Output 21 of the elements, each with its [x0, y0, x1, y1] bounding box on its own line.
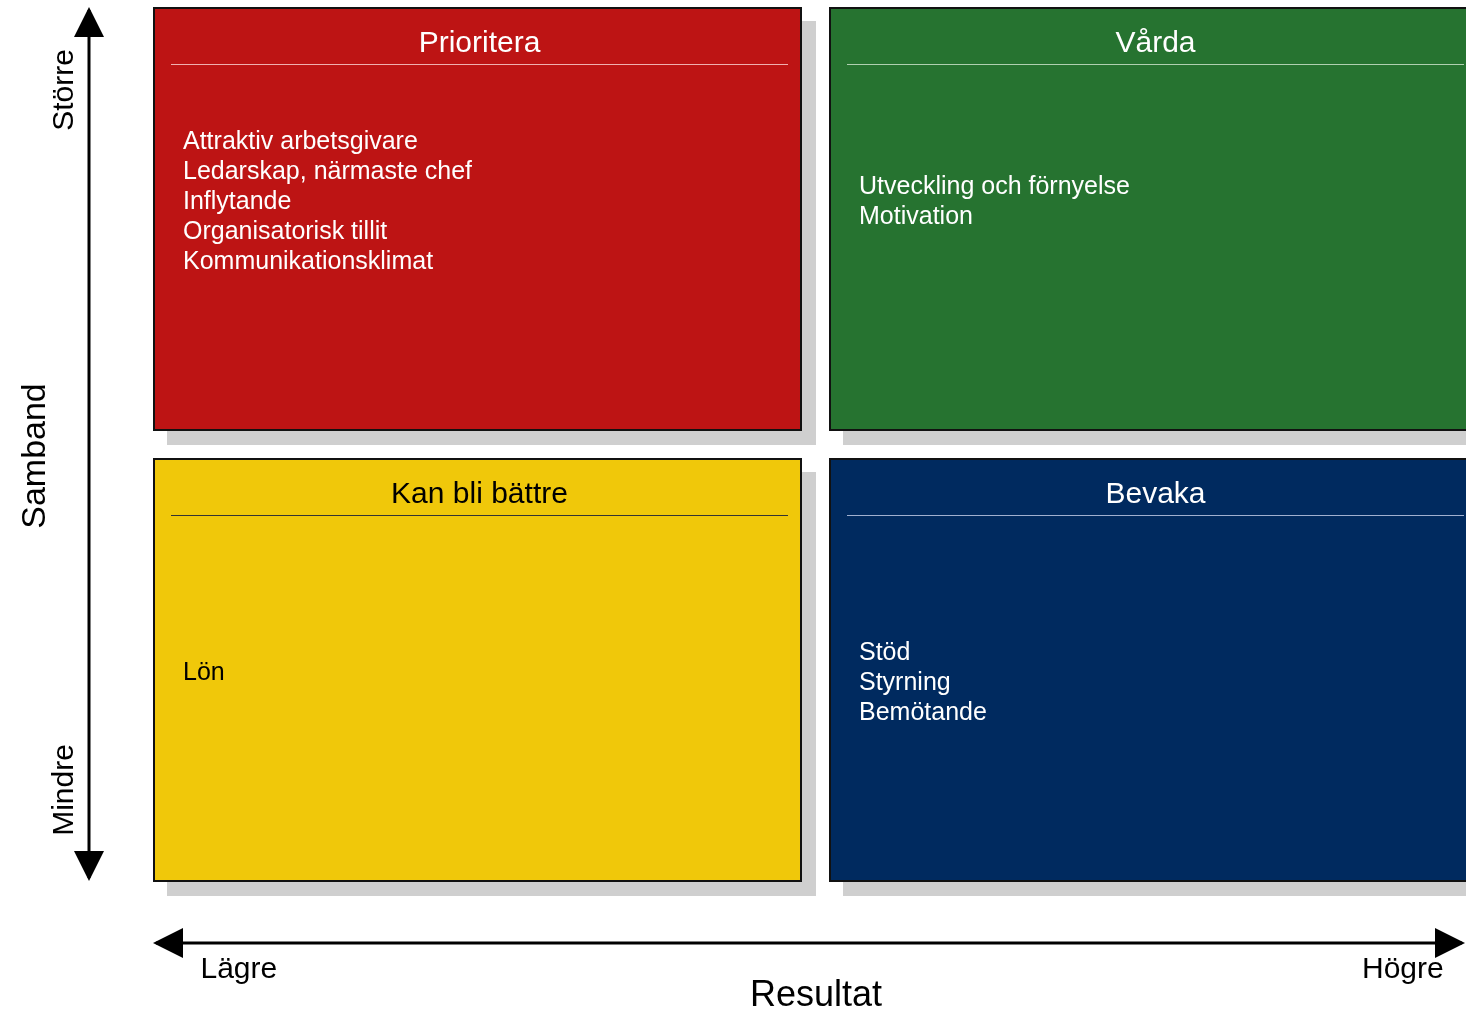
quadrant-title: Kan bli bättre [390, 476, 569, 510]
axis-end-label: Större [45, 49, 80, 131]
list-item: Stöd [859, 636, 911, 666]
axis-title: Resultat [750, 974, 883, 1010]
list-item: Bemötande [859, 696, 987, 726]
axis-end-label: Mindre [45, 744, 80, 836]
quadrant-title: Prioritera [417, 25, 542, 59]
quadrant-title: Vårda [1114, 25, 1197, 59]
list-item: Utveckling och förnyelse [859, 170, 1130, 200]
axis-end-label: Lägre [200, 951, 278, 985]
list-item: Kommunikationsklimat [183, 245, 434, 275]
list-item: Lön [183, 656, 225, 686]
list-item: Attraktiv arbetsgivare [183, 125, 418, 155]
list-item: Organisatorisk tillit [183, 215, 388, 245]
axis-end-label: Högre [1362, 951, 1444, 985]
quadrant-title: Bevaka [1104, 476, 1207, 510]
list-item: Motivation [859, 200, 973, 230]
axis-title: Samband [13, 383, 52, 529]
list-item: Ledarskap, närmaste chef [183, 155, 473, 185]
list-item: Inflytande [183, 185, 292, 215]
list-item: Styrning [859, 666, 951, 696]
